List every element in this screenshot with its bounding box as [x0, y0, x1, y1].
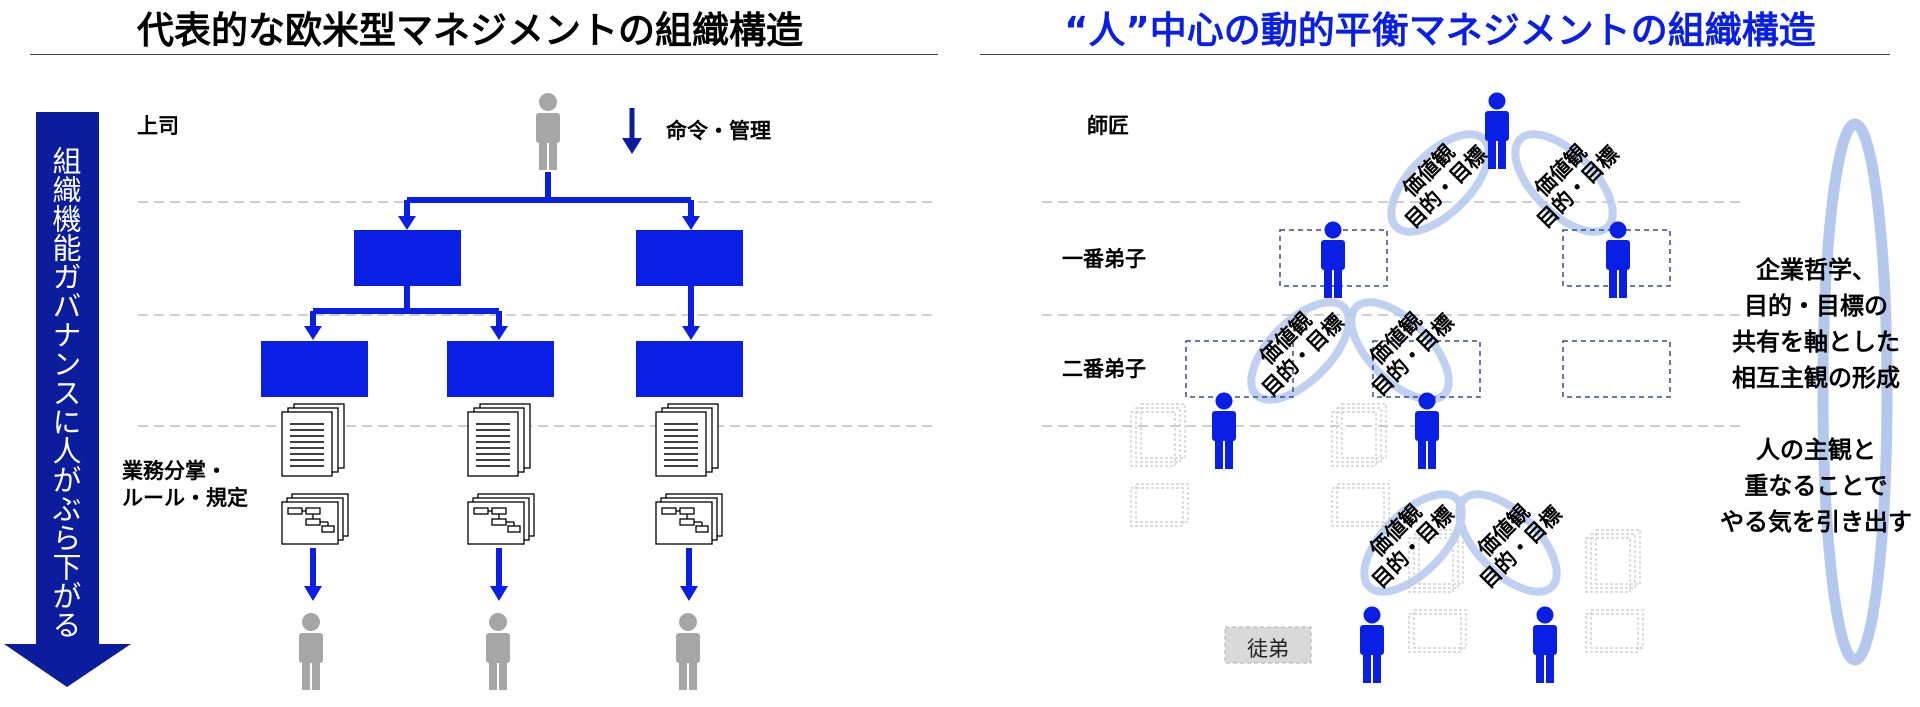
- label-apprentice: 徒弟: [1247, 637, 1289, 661]
- label-command-management: 命令・管理: [666, 119, 771, 143]
- label-duties-rules: 業務分掌・ ルール・規定: [122, 459, 248, 511]
- label-master: 師匠: [1087, 114, 1129, 138]
- label-first-disciple: 一番弟子: [1062, 247, 1146, 271]
- left-title-underline: [30, 54, 938, 55]
- hierarchy-diagram: [138, 93, 938, 690]
- governance-arrow-text: 組織機能ガバナンスに人がぶら下がる: [48, 146, 82, 639]
- governance-arrow: [4, 112, 131, 687]
- right-title: “人”中心の動的平衡マネジメントの組織構造: [1064, 9, 1816, 52]
- right-title-underline: [980, 54, 1890, 55]
- label-boss: 上司: [137, 114, 179, 138]
- label-second-disciple: 二番弟子: [1062, 357, 1146, 381]
- left-title: 代表的な欧米型マネジメントの組織構造: [137, 9, 803, 52]
- philosophy-text: 企業哲学、 目的・目標の 共有を軸とした 相互主観の形成 人の主観と 重なること…: [1720, 256, 1912, 536]
